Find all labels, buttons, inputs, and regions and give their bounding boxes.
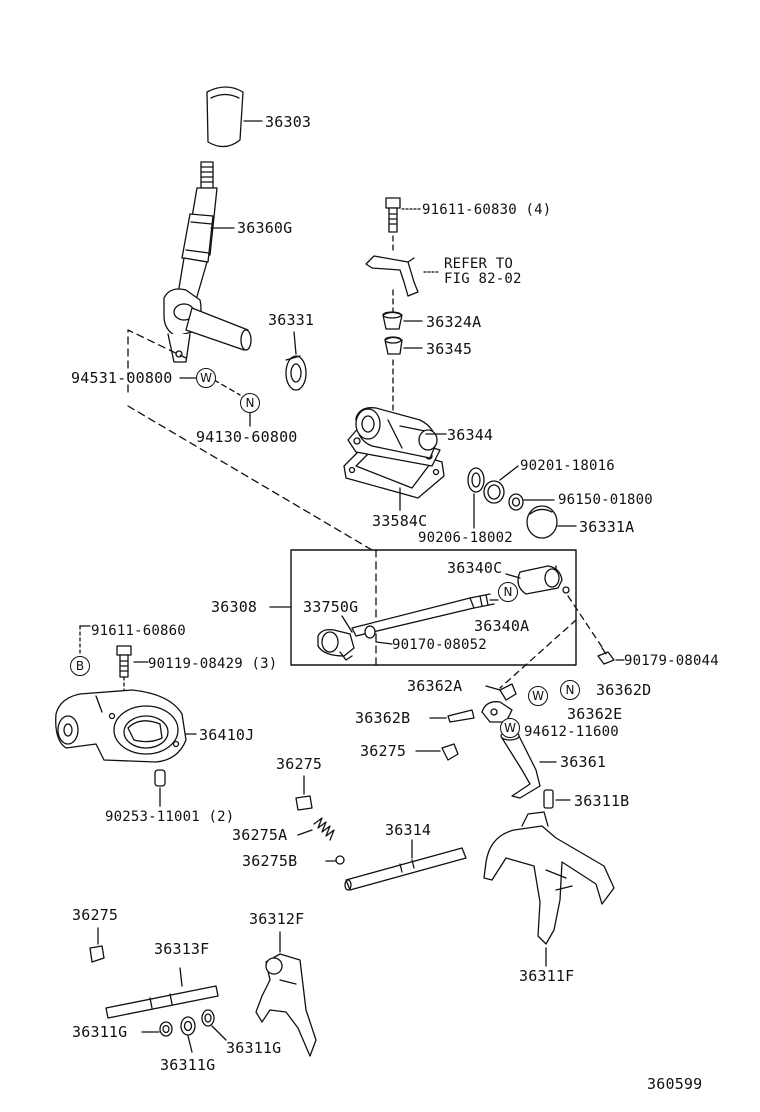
nut-marker-icon: N <box>498 582 518 602</box>
part-label-90253-11001: 90253-11001 (2) <box>105 809 235 825</box>
part-label-36312F: 36312F <box>249 910 305 928</box>
part-label-36314: 36314 <box>385 821 432 839</box>
part-label-36362E: 36362E <box>567 705 623 723</box>
part-label-36313F: 36313F <box>154 940 210 958</box>
part-label-94130-60800: 94130-60800 <box>196 428 298 446</box>
part-label-36311G-right: 36311G <box>226 1039 282 1057</box>
part-label-90206-18002: 90206-18002 <box>418 530 513 546</box>
part-label-94612-11600: 94612-11600 <box>524 724 619 740</box>
bushing-36324A-drawing <box>382 311 423 330</box>
shift-lever-drawing <box>163 161 252 363</box>
shift-rail-36314-drawing <box>344 839 467 891</box>
part-label-36275A: 36275A <box>232 826 288 844</box>
part-label-36331A: 36331A <box>579 518 635 536</box>
bolt-91611-60830-drawing <box>385 197 421 233</box>
seals-and-cap-drawing <box>467 465 577 539</box>
part-label-36345: 36345 <box>426 340 473 358</box>
part-label-36275-upper: 36275 <box>360 742 407 760</box>
part-label-36331: 36331 <box>268 311 315 329</box>
bolt-marker-icon: B <box>70 656 90 676</box>
bushing-36345-drawing <box>384 336 423 355</box>
part-label-36362B: 36362B <box>355 709 411 727</box>
washer-marker-icon: W <box>500 718 520 738</box>
pin-90253-drawing <box>154 769 166 807</box>
part-label-36340C: 36340C <box>447 559 503 577</box>
part-label-90201-18016: 90201-18016 <box>520 458 615 474</box>
part-label-36311F: 36311F <box>519 967 575 985</box>
housing-36410J-drawing <box>55 689 197 763</box>
part-label-91611-60860: 91611-60860 <box>91 623 186 639</box>
shift-knob-drawing <box>206 86 263 148</box>
figure-number: 360599 <box>647 1075 703 1093</box>
part-label-36361: 36361 <box>560 753 607 771</box>
washer-marker-icon: W <box>196 368 216 388</box>
washer-marker-icon: W <box>528 686 548 706</box>
bolt-90179-drawing <box>597 647 625 665</box>
part-label-36362A: 36362A <box>407 677 463 695</box>
spring-36275A-drawing <box>297 817 345 865</box>
part-label-91611-60830: 91611-60830 (4) <box>422 202 552 218</box>
part-label-90170-08052: 90170-08052 <box>392 637 487 653</box>
part-label-36344: 36344 <box>447 426 494 444</box>
part-label-36340A: 36340A <box>474 617 530 635</box>
part-label-36308: 36308 <box>211 598 258 616</box>
part-label-36410J: 36410J <box>199 726 255 744</box>
part-label-36362D: 36362D <box>596 681 652 699</box>
plug-36275-drawing <box>89 743 459 963</box>
part-label-36275-middle: 36275 <box>276 755 323 773</box>
part-label-96150-01800: 96150-01800 <box>558 492 653 508</box>
part-label-36360G: 36360G <box>237 219 293 237</box>
part-label-36311G-left: 36311G <box>72 1023 128 1041</box>
bolts-left-drawing <box>79 625 149 691</box>
bushing-36331-drawing <box>285 331 307 391</box>
bracket-refer-drawing <box>365 255 441 297</box>
part-label-36324A: 36324A <box>426 313 482 331</box>
shift-housing-drawing <box>343 407 447 511</box>
part-label-36275-lower: 36275 <box>72 906 119 924</box>
nut-marker-icon: N <box>240 393 260 413</box>
nut-marker-icon: N <box>560 680 580 700</box>
refer-note-line2: FIG 82-02 <box>444 271 522 287</box>
part-label-33584C: 33584C <box>372 512 428 530</box>
part-label-94531-00800: 94531-00800 <box>71 369 173 387</box>
refer-note-line1: REFER TO <box>444 256 514 272</box>
part-label-90179-08044: 90179-08044 <box>624 653 719 669</box>
part-label-90119-08429: 90119-08429 (3) <box>148 656 278 672</box>
part-label-33750G: 33750G <box>303 598 359 616</box>
control-rod-drawing <box>317 565 570 661</box>
shaft-36313F-drawing <box>105 967 227 1053</box>
part-label-36275B: 36275B <box>242 852 298 870</box>
shift-fork-36312F-drawing <box>255 931 317 1057</box>
shift-inner-parts-drawing <box>429 683 571 809</box>
part-label-36311G-bottom: 36311G <box>160 1056 216 1074</box>
part-label-36303: 36303 <box>265 113 312 131</box>
part-label-36311B: 36311B <box>574 792 630 810</box>
shift-fork-36311F-drawing <box>483 811 615 967</box>
